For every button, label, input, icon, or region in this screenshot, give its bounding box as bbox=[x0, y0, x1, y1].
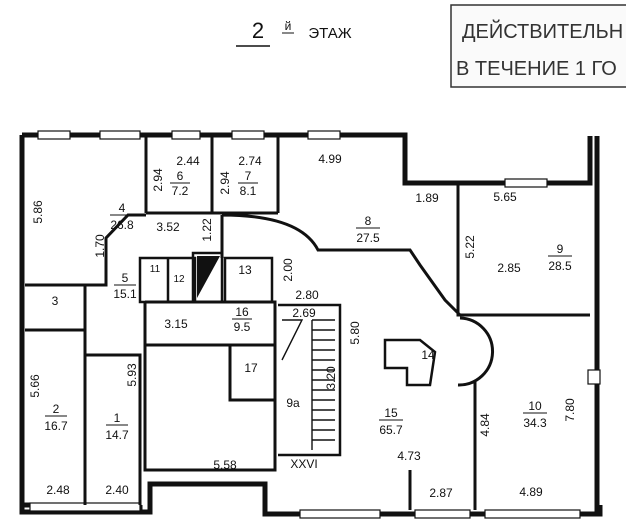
dimension: 5.86 bbox=[31, 200, 45, 224]
floor-number: 2 bbox=[252, 18, 264, 43]
interior-walls bbox=[25, 137, 590, 510]
room-1: 1 14.7 bbox=[105, 411, 129, 442]
dimension: 2.00 bbox=[281, 258, 295, 282]
room-10: 10 34.3 bbox=[523, 399, 547, 430]
dimension: 7.80 bbox=[563, 398, 577, 422]
room-number: 16 bbox=[235, 305, 249, 319]
stamp-line-2: В ТЕЧЕНИЕ 1 ГО bbox=[456, 58, 617, 80]
dimension: 5.58 bbox=[213, 458, 237, 472]
dimension: 1.22 bbox=[200, 218, 214, 242]
room-area: 9.5 bbox=[234, 320, 251, 334]
room-number: 6 bbox=[177, 169, 184, 183]
single-labels: 3 12 11 13 17 9a 14 XXVI bbox=[52, 263, 435, 471]
dimension: 2.44 bbox=[176, 154, 200, 168]
dimension: 4.89 bbox=[519, 485, 543, 499]
windows bbox=[29, 130, 601, 519]
dimension: 2.48 bbox=[46, 483, 70, 497]
room-number: 7 bbox=[245, 169, 252, 183]
floor-word: ЭТАЖ bbox=[308, 25, 351, 42]
room-number: 2 bbox=[53, 402, 60, 416]
staircase bbox=[281, 319, 335, 450]
room-area: 7.2 bbox=[172, 184, 189, 198]
dimension: 5.66 bbox=[28, 374, 42, 398]
section-xxvi-label: XXVI bbox=[290, 457, 317, 471]
validity-stamp: ДЕЙСТВИТЕЛЬН В ТЕЧЕНИЕ 1 ГО bbox=[450, 4, 626, 88]
room-number: 10 bbox=[528, 399, 542, 413]
dimension: 5.80 bbox=[348, 321, 362, 345]
room-3-label: 3 bbox=[52, 294, 59, 308]
room-4: 4 26.8 bbox=[110, 201, 134, 232]
dimension: 2.94 bbox=[218, 171, 232, 195]
dimension: 2.80 bbox=[295, 288, 319, 302]
room-16: 16 9.5 bbox=[232, 305, 252, 334]
room-area: 26.8 bbox=[110, 218, 134, 232]
room-7: 7 8.1 bbox=[238, 169, 258, 198]
room-number: 15 bbox=[384, 406, 398, 420]
stamp-line-1: ДЕЙСТВИТЕЛЬН bbox=[462, 19, 623, 43]
dimension: 1.70 bbox=[93, 234, 107, 258]
room-area: 65.7 bbox=[379, 423, 403, 437]
dimension: 5.93 bbox=[125, 363, 139, 387]
dimension: 2.69 bbox=[292, 306, 316, 320]
dimension: 2.94 bbox=[151, 168, 165, 192]
dimension: 2.40 bbox=[105, 483, 129, 497]
floor-suffix: й bbox=[285, 19, 292, 33]
dimension: 4.84 bbox=[478, 413, 492, 437]
dimension: 4.99 bbox=[318, 152, 342, 166]
room-area: 14.7 bbox=[105, 428, 129, 442]
dimension: 5.65 bbox=[493, 190, 517, 204]
room-area: 28.5 bbox=[548, 259, 572, 273]
room-area: 8.1 bbox=[240, 184, 257, 198]
room-15: 15 65.7 bbox=[379, 406, 403, 437]
dimension: 2.74 bbox=[238, 154, 262, 168]
room-number: 9 bbox=[557, 242, 564, 256]
room-number: 5 bbox=[122, 271, 129, 285]
room-number: 1 bbox=[114, 411, 121, 425]
shaft-fill bbox=[197, 256, 220, 298]
dimension-labels: 5.86 2.44 2.94 2.74 2.94 4.99 1.89 5.65 … bbox=[28, 152, 577, 500]
dimension: 4.73 bbox=[397, 449, 421, 463]
room-6: 6 7.2 bbox=[170, 169, 190, 198]
room-area: 27.5 bbox=[356, 231, 380, 245]
room-13-label: 13 bbox=[238, 263, 252, 277]
room-14-label: 14 bbox=[421, 348, 435, 362]
room-2: 2 16.7 bbox=[44, 402, 68, 433]
dimension: 5.22 bbox=[463, 235, 477, 259]
dimension: 3.52 bbox=[156, 220, 180, 234]
dimension: 1.89 bbox=[415, 191, 439, 205]
room-number: 8 bbox=[365, 214, 372, 228]
room-area: 16.7 bbox=[44, 419, 68, 433]
dimension: 2.87 bbox=[429, 486, 453, 500]
room-area: 15.1 bbox=[113, 287, 137, 301]
room-9a-label: 9a bbox=[286, 396, 300, 410]
dimension: 3.20 bbox=[324, 366, 338, 390]
room-5: 5 15.1 bbox=[113, 271, 137, 301]
room-9: 9 28.5 bbox=[548, 242, 572, 273]
room-12-label: 12 bbox=[173, 274, 185, 285]
dimension: 3.15 bbox=[164, 317, 188, 331]
room-11-label: 11 bbox=[150, 264, 161, 275]
room-8: 8 27.5 bbox=[356, 214, 380, 245]
dimension: 2.85 bbox=[497, 261, 521, 275]
room-number: 4 bbox=[119, 201, 126, 215]
room-area: 34.3 bbox=[523, 416, 547, 430]
room-17-label: 17 bbox=[244, 361, 258, 375]
